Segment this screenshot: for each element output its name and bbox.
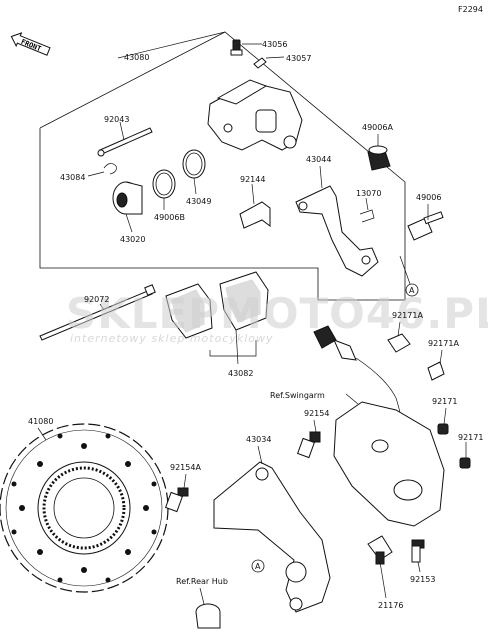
label-21176: 21176 — [378, 601, 403, 610]
sensor-bolt — [411, 539, 425, 563]
label-41080: 41080 — [28, 417, 53, 426]
label-92171a-2: 92171A — [428, 339, 459, 348]
label-92154a: 92154A — [170, 463, 201, 472]
caliper-body — [207, 79, 303, 151]
label-92043: 92043 — [104, 115, 129, 124]
label-92144: 92144 — [240, 175, 265, 184]
label-92153: 92153 — [410, 575, 435, 584]
disc-bolt — [164, 487, 189, 513]
cable-tie — [39, 284, 156, 341]
diagram-code: F2294 — [458, 5, 483, 14]
label-43057: 43057 — [286, 54, 311, 63]
front-label: FRONT — [20, 38, 43, 53]
label-13070: 13070 — [356, 189, 381, 198]
label-92154: 92154 — [304, 409, 329, 418]
label-43082: 43082 — [228, 369, 253, 378]
caliper-bracket — [295, 185, 379, 277]
brake-pad-set — [165, 271, 269, 339]
label-92171-2: 92171 — [458, 433, 483, 442]
pad-pin — [97, 127, 153, 157]
caliper-assembly-outline — [39, 31, 406, 301]
brake-disc — [0, 423, 169, 593]
label-49006: 49006 — [416, 193, 441, 202]
label-43080: 43080 — [124, 53, 149, 62]
label-43020: 43020 — [120, 235, 145, 244]
caliper-holder — [213, 461, 331, 613]
sensor-clip-1 — [387, 333, 411, 353]
label-ref-rear-hub: Ref.Rear Hub — [176, 577, 228, 586]
sensor-clip-2 — [427, 361, 445, 381]
rubber-boot — [367, 145, 391, 171]
wheel-speed-sensor — [367, 535, 393, 565]
pin-clip — [103, 163, 117, 175]
callout-a-upper: A — [405, 283, 419, 297]
label-43034: 43034 — [246, 435, 271, 444]
holder-bolt — [296, 431, 321, 459]
label-92171-1: 92171 — [432, 397, 457, 406]
svg-text:A: A — [255, 562, 261, 571]
label-43084: 43084 — [60, 173, 85, 182]
bleeder-valve — [230, 39, 243, 56]
dust-seal — [152, 169, 176, 199]
piston-seal — [182, 149, 206, 179]
front-direction-arrow: FRONT — [10, 32, 51, 56]
callout-a-lower: A — [251, 559, 265, 573]
rear-hub-collar — [195, 603, 221, 629]
label-43056: 43056 — [262, 40, 287, 49]
pad-clip — [359, 209, 375, 223]
hose-clip-2 — [459, 457, 471, 469]
swingarm-reference — [333, 401, 445, 527]
hose-clip-1 — [437, 423, 449, 435]
label-ref-swingarm: Ref.Swingarm — [270, 391, 325, 400]
svg-text:A: A — [409, 286, 415, 295]
caliper-piston — [112, 181, 143, 215]
slide-pin-boot — [407, 211, 444, 241]
label-49006b: 49006B — [154, 213, 185, 222]
watermark-tagline: internetowy sklep motocyklowy — [70, 332, 274, 345]
label-92072: 92072 — [84, 295, 109, 304]
label-43049: 43049 — [186, 197, 211, 206]
label-92171a-1: 92171A — [392, 311, 423, 320]
label-49006a: 49006A — [362, 123, 393, 132]
pad-spring — [239, 201, 271, 229]
bleeder-cap — [253, 57, 267, 69]
watermark-brand: SKLEPMOTO46.PL — [66, 289, 488, 338]
label-43044: 43044 — [306, 155, 331, 164]
